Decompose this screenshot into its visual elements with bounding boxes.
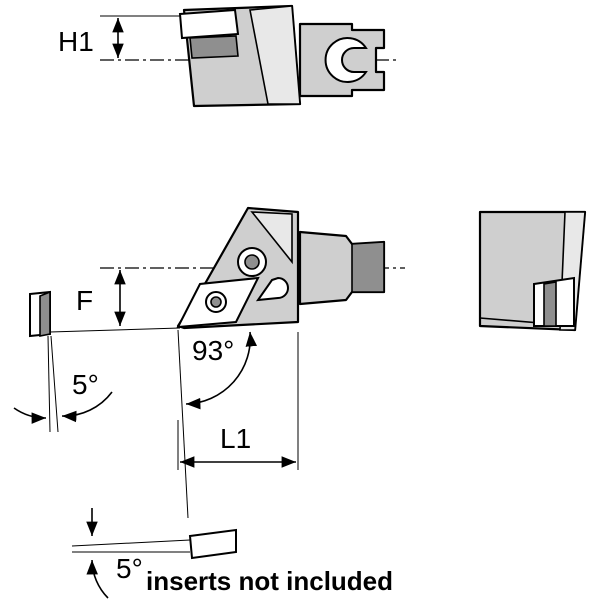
left-5-arrow-in [13, 407, 47, 424]
clamp-slot [324, 37, 368, 83]
side-clearance-line [177, 329, 189, 519]
shank-end-shade [351, 241, 385, 293]
angle-93-label: 93° [192, 335, 234, 366]
bottom-insert-detail [188, 528, 237, 560]
insert-hole-center [210, 296, 222, 308]
left-clearance-detail: 5° [13, 290, 113, 433]
top-view-head-shade [249, 5, 301, 105]
left-5-arrow-out [61, 391, 113, 423]
f-label: F [76, 285, 93, 316]
top-view: H1 [58, 4, 398, 108]
lever-slot [255, 276, 289, 302]
left-insert-detail-shade [39, 290, 51, 337]
main-view: F 93° L1 [49, 206, 405, 519]
left-vertical-line [47, 335, 51, 433]
inserts-note: inserts not included [146, 566, 393, 596]
holder-head-shade [250, 211, 293, 265]
top-view-insert [178, 8, 240, 40]
h1-label: H1 [58, 26, 94, 57]
bottom-angled-line [71, 539, 191, 547]
l1-label: L1 [220, 423, 251, 454]
angle-93-arc [185, 331, 258, 410]
left-5-label: 5° [72, 369, 99, 400]
side-view [478, 210, 587, 332]
top-view-insert-seat [189, 35, 239, 59]
cutting-edge-reference-line [49, 327, 181, 333]
left-angled-line [50, 335, 59, 433]
bottom-clearance-detail: 5° [71, 508, 237, 599]
screw-torx-icon [244, 254, 260, 270]
bottom-5-label: 5° [116, 553, 143, 584]
bottom-5-arrow-out [86, 559, 109, 599]
side-view-insert-shade [543, 281, 557, 327]
